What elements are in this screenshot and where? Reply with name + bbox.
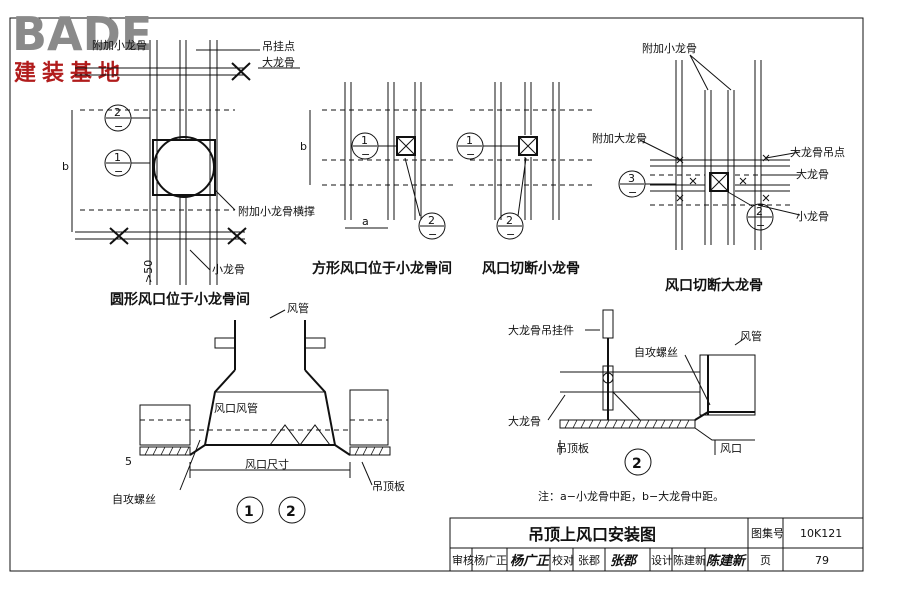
svg-text:2: 2 xyxy=(756,205,763,218)
caption-round-vent: 圆形风口位于小龙骨间 xyxy=(110,291,250,308)
svg-text:−: − xyxy=(756,219,765,232)
label-ceiling-board-2: 吊顶板 xyxy=(556,441,589,455)
section-mark-1: 1 xyxy=(244,504,254,520)
section-mark-circle xyxy=(278,496,306,524)
logo-chinese: 建装基地 xyxy=(14,61,126,86)
label-duct: 风管 xyxy=(287,301,309,315)
section-mark-2: 2 xyxy=(286,504,296,520)
label-vent: 风口 xyxy=(720,442,742,455)
dim-b-round: b xyxy=(62,160,69,173)
section-1-2: 风管 风口风管 风口尺寸 5 自攻螺丝 吊顶板 1 2 xyxy=(112,301,405,524)
design-name: 陈建新 xyxy=(673,553,706,567)
section-marker: 2 − xyxy=(104,104,150,133)
note: 注：a−小龙骨中距，b−大龙骨中距。 xyxy=(538,489,724,503)
label-small-joist: 小龙骨 xyxy=(212,263,245,276)
svg-text:−: − xyxy=(114,120,123,133)
label-small-joist-2: 小龙骨 xyxy=(796,210,829,223)
svg-text:1: 1 xyxy=(114,151,121,164)
dim-a: a xyxy=(362,215,369,228)
section-marker: 1 − xyxy=(104,149,150,178)
figure-square-vent: b a 1 − 2 − 方形风口位于小龙骨间 xyxy=(300,82,455,277)
page-label: 页 xyxy=(760,554,771,567)
label-ceiling-board: 吊顶板 xyxy=(372,479,405,493)
svg-text:1: 1 xyxy=(361,134,368,147)
label-hanger-point: 吊挂点 xyxy=(262,39,295,53)
label-main-joist: 大龙骨 xyxy=(262,55,295,69)
atlas-number: 10K121 xyxy=(800,527,842,540)
svg-text:−: − xyxy=(428,228,437,241)
label-duct-2: 风管 xyxy=(740,329,762,343)
svg-text:1: 1 xyxy=(466,134,473,147)
drawing-title: 吊顶上风口安装图 xyxy=(528,525,656,544)
label-main-hanger: 大龙骨吊挂件 xyxy=(508,323,574,337)
svg-text:−: − xyxy=(628,186,637,199)
label-extra-small-joist: 附加小龙骨 xyxy=(92,38,147,52)
label-extra-main-joist: 附加大龙骨 xyxy=(592,131,647,145)
page-number: 79 xyxy=(815,554,829,567)
logo: BADE 建装基地 xyxy=(12,7,152,86)
figure-cut-small-joist: 1 − 2 − 风口切断小龙骨 xyxy=(456,82,595,277)
dim-b-square: b xyxy=(300,140,307,153)
section-mark-circle xyxy=(236,496,264,524)
review-name: 杨广正 xyxy=(474,553,507,567)
check-signature: 张郡 xyxy=(610,554,639,569)
review-signature: 杨广正 xyxy=(510,553,551,569)
svg-text:−: − xyxy=(114,165,123,178)
section-marker: 2 − xyxy=(727,191,774,232)
label-main-hanger-point: 大龙骨吊点 xyxy=(790,145,845,159)
sheet-border xyxy=(9,17,864,572)
section-mark-2b: 2 xyxy=(632,456,642,472)
caption-square-vent: 方形风口位于小龙骨间 xyxy=(312,260,452,277)
review-label: 审核 xyxy=(452,553,474,567)
svg-text:3: 3 xyxy=(628,172,635,185)
label-screw-2: 自攻螺丝 xyxy=(634,345,678,359)
label-vent-size: 风口尺寸 xyxy=(245,457,289,471)
section-marker: 3 − xyxy=(618,170,676,199)
section-marker: 1 − xyxy=(351,132,397,161)
svg-text:2: 2 xyxy=(506,214,513,227)
section-2: 大龙骨吊挂件 风管 自攻螺丝 大龙骨 吊顶板 风口 2 xyxy=(508,309,762,476)
svg-text:2: 2 xyxy=(114,106,121,119)
figure-round-vent: b >50 附加小龙骨 吊挂点 大龙骨 附加小龙骨横撑 小龙骨 2 − 1 − … xyxy=(62,38,315,308)
svg-text:−: − xyxy=(506,228,515,241)
label-screw: 自攻螺丝 xyxy=(112,492,156,506)
label-extra-small-joist-2: 附加小龙骨 xyxy=(642,41,697,55)
caption-cut-main-joist: 风口切断大龙骨 xyxy=(665,277,763,294)
design-signature: 陈建新 xyxy=(706,553,747,569)
svg-text:2: 2 xyxy=(428,214,435,227)
section-marker: 1 − xyxy=(456,132,519,161)
label-vent-duct: 风口风管 xyxy=(214,401,258,415)
label-main-joist-2: 大龙骨 xyxy=(796,167,829,181)
label-brace: 附加小龙骨横撑 xyxy=(238,204,315,218)
check-label: 校对 xyxy=(552,553,574,567)
svg-text:−: − xyxy=(466,148,475,161)
title-block: 吊顶上风口安装图 图集号 10K121 审核 杨广正 杨广正 校对 张郡 张郡 … xyxy=(449,517,864,572)
section-marker: 2 − xyxy=(404,157,446,241)
dim-5: 5 xyxy=(125,455,132,468)
dim-50: >50 xyxy=(142,260,155,283)
design-label: 设计 xyxy=(651,554,673,567)
check-name: 张郡 xyxy=(578,554,600,567)
section-mark-circle xyxy=(624,448,652,476)
figure-cut-main-joist: 附加小龙骨 附加大龙骨 大龙骨吊点 大龙骨 小龙骨 3 − 2 − 风口切断大龙… xyxy=(592,41,845,294)
svg-text:−: − xyxy=(361,148,370,161)
logo-latin: BADE xyxy=(12,7,152,61)
atlas-label: 图集号 xyxy=(751,526,784,540)
section-marker: 2 − xyxy=(496,157,527,241)
label-main-joist-3: 大龙骨 xyxy=(508,414,541,428)
caption-cut-small-joist: 风口切断小龙骨 xyxy=(482,260,580,277)
